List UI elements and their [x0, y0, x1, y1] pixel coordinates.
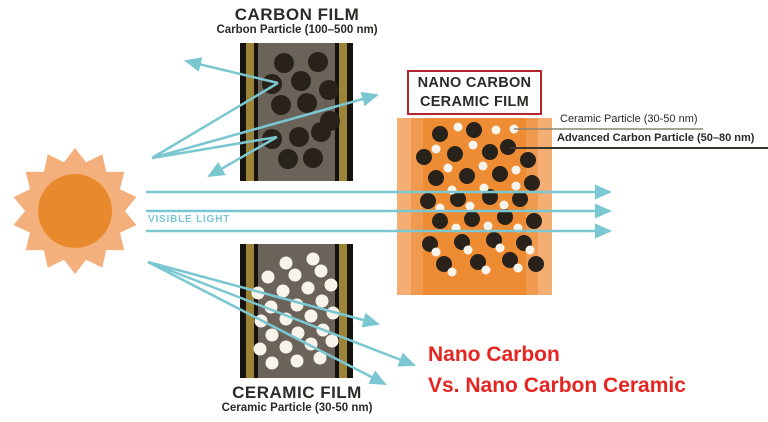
carbon-film-title: CARBON FILM	[234, 5, 360, 24]
nano-ceramic-film-title-line2: CERAMIC FILM	[419, 93, 530, 110]
light-ray-arrows	[146, 57, 612, 386]
carbon-film-subtitle: Carbon Particle (100–500 nm)	[216, 24, 378, 36]
ceramic-particle-callout-label: Ceramic Particle (30-50 nm)	[560, 113, 698, 125]
nano-film-particles	[416, 122, 544, 277]
ceramic-film-title: CERAMIC FILM	[232, 383, 362, 402]
nano-ceramic-film-title-line1: NANO CARBON	[417, 74, 532, 91]
advanced-carbon-particle-callout-label: Advanced Carbon Particle (50–80 nm)	[557, 132, 755, 144]
comparison-text-line1: Nano Carbon	[428, 343, 560, 366]
visible-light-label: VISIBLE LIGHT	[148, 214, 231, 225]
callout-lines	[510, 128, 768, 149]
comparison-text-line2: Vs. Nano Carbon Ceramic	[428, 374, 686, 397]
nano-ceramic-film-title-box: NANO CARBON CERAMIC FILM	[407, 70, 542, 115]
ceramic-film-subtitle: Ceramic Particle (30-50 nm)	[221, 402, 373, 414]
sun-icon	[13, 148, 137, 274]
